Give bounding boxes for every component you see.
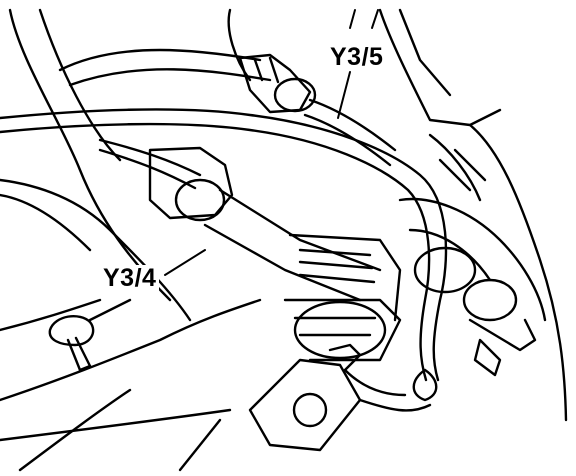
callout-leaders bbox=[164, 9, 379, 276]
wiring-harness bbox=[0, 108, 448, 382]
engine-housing bbox=[0, 8, 568, 472]
mounting-bracket bbox=[248, 343, 432, 452]
connector-cluster bbox=[398, 197, 547, 402]
solenoid-valve-y3-5 bbox=[238, 53, 487, 202]
callout-y3-5-label: Y3/5 bbox=[327, 44, 387, 70]
callout-y3-4-label: Y3/4 bbox=[100, 265, 160, 291]
cable-clip bbox=[48, 298, 132, 372]
solenoid-valve-y3-4 bbox=[148, 146, 402, 362]
